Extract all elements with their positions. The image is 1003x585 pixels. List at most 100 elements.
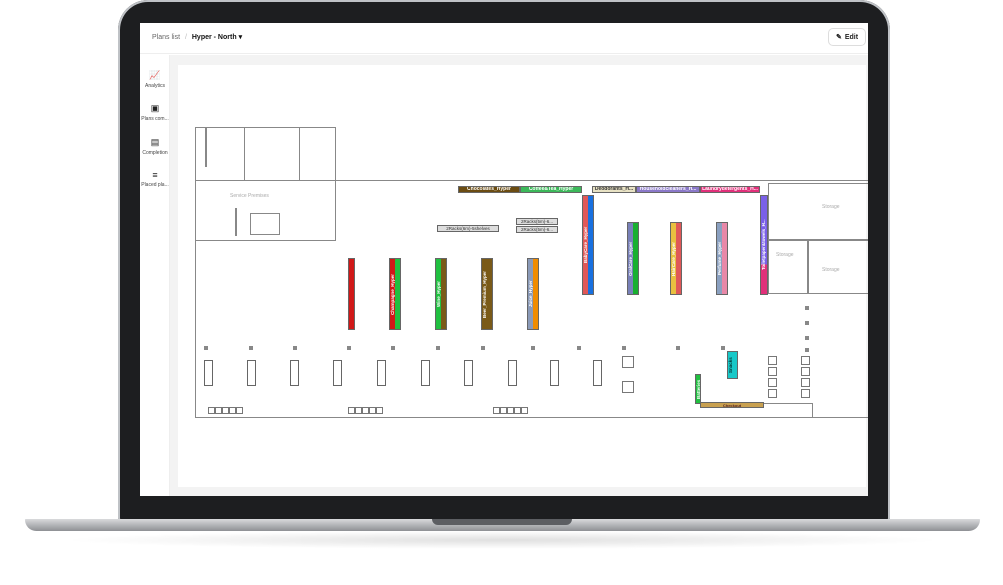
checkout-counter[interactable]: [464, 360, 473, 386]
checkout-counter[interactable]: [421, 360, 430, 386]
room-label-storage: Storage: [822, 204, 840, 210]
sidebar-item-plans-compare[interactable]: ▣ Plans com...: [140, 103, 170, 122]
laptop-base: [25, 519, 980, 531]
fixture: [768, 367, 777, 376]
shelf-perfume[interactable]: Perfume_Hyper: [716, 222, 728, 295]
checkout-counter[interactable]: [377, 360, 386, 386]
sidebar-item-completion[interactable]: ▤Completion: [140, 137, 170, 156]
shelf-deodorants[interactable]: Deodorants_H...: [592, 186, 636, 193]
main-wall: [195, 180, 868, 418]
shelf-juice[interactable]: Juice_Hyper: [527, 258, 539, 330]
office-wall: [244, 127, 300, 181]
rack-box[interactable]: 2Racks(5m)-6...: [516, 226, 558, 233]
storage-room: [808, 240, 868, 294]
top-header: Plans list / Hyper - North ▾ ✎Edit: [140, 23, 868, 54]
shelf[interactable]: [348, 258, 355, 330]
column: [481, 346, 485, 350]
shelf-batteries[interactable]: Batteries: [695, 374, 701, 404]
shelf-babycare[interactable]: BabyCare_Hyper: [582, 195, 594, 295]
edit-label: Edit: [844, 33, 859, 41]
checkout-counter[interactable]: [333, 360, 342, 386]
fixture: [236, 407, 243, 414]
shelf-haircare[interactable]: HairCare_Hyper: [670, 222, 682, 295]
checkout-counter[interactable]: [508, 360, 517, 386]
checkout-counter[interactable]: [204, 360, 213, 386]
fixture: [521, 407, 528, 414]
fixture: [768, 356, 777, 365]
fixture: [507, 407, 514, 414]
analytics-icon: 📈: [149, 70, 161, 80]
plan-selector[interactable]: Hyper - North ▾: [192, 34, 242, 41]
shelf-oralcare[interactable]: OralCare_Hyper: [627, 222, 639, 295]
column: [805, 336, 809, 340]
checkout-counter[interactable]: [550, 360, 559, 386]
checkout-counter[interactable]: [593, 360, 602, 386]
laptop-shadow: [60, 531, 945, 549]
fixture: [362, 407, 369, 414]
rack-box[interactable]: 2Racks(6m)-5shelves: [437, 225, 499, 232]
shelf-laundry[interactable]: Laundrydetergents_H...: [700, 186, 760, 193]
fixture: [801, 389, 810, 398]
inner-wall: [235, 208, 237, 236]
room-label-storage: Storage: [822, 267, 840, 273]
checkout-bar[interactable]: Checkout: [700, 402, 764, 408]
pencil-icon: ✎: [835, 34, 842, 41]
sidebar-item-analytics[interactable]: 📈 Analytics: [140, 70, 170, 89]
list-icon: ≡: [152, 170, 158, 180]
shelf-toilet-paper[interactable]: Toiletpaper&towels_H...: [760, 195, 768, 295]
fixture: [493, 407, 500, 414]
shelf-wine[interactable]: Wine_Hyper: [435, 258, 447, 330]
fixture: [801, 378, 810, 387]
column: [622, 346, 626, 350]
room-label-storage: Storage: [776, 252, 794, 258]
fixture: [229, 407, 236, 414]
column: [249, 346, 253, 350]
fixture: [222, 407, 229, 414]
breadcrumb-separator: /: [184, 34, 187, 41]
column: [436, 346, 440, 350]
fixture: [208, 407, 215, 414]
plans-compare-icon: ▣: [150, 103, 160, 113]
laptop-notch: [432, 519, 572, 525]
sidebar-item-placed[interactable]: ≡ Placed pla...: [140, 170, 170, 188]
shelf-household-cleaners[interactable]: Householdcleaners_H...: [636, 186, 700, 193]
app-screen: Plans list / Hyper - North ▾ ✎Edit 📈 Anal…: [140, 23, 868, 496]
fixture: [801, 367, 810, 376]
sidebar-label: Plans com...: [141, 116, 169, 122]
fixture[interactable]: [622, 381, 634, 393]
fixture: [514, 407, 521, 414]
breadcrumb-plans-list[interactable]: Plans list: [152, 34, 181, 41]
edit-button[interactable]: ✎Edit: [828, 28, 866, 46]
inner-wall: [205, 127, 207, 167]
shelf-chocolates[interactable]: Chocolates_Hyper: [458, 186, 520, 193]
sidebar-label: Analytics: [144, 83, 165, 89]
rack-box[interactable]: 2Racks(5m)-6...: [516, 218, 558, 225]
fixture[interactable]: [622, 356, 634, 368]
inner-room-wall: [250, 213, 280, 235]
fixture: [500, 407, 507, 414]
column: [805, 321, 809, 325]
column: [204, 346, 208, 350]
storage-room: [768, 240, 808, 294]
fixture: [215, 407, 222, 414]
shelf-beer[interactable]: Beer_Premium_Hyper: [481, 258, 493, 330]
fixture: [801, 356, 810, 365]
caret-down-icon: ▾: [238, 34, 243, 41]
shelf-coffee-tea[interactable]: Coffee&Tea_Hyper: [520, 186, 582, 193]
fixture: [768, 389, 777, 398]
fixture: [355, 407, 362, 414]
floorplan-canvas[interactable]: [178, 65, 866, 487]
column: [293, 346, 297, 350]
shelf-snacks[interactable]: Snacks: [727, 351, 738, 379]
shelf-champagne[interactable]: Champagne_Hyper: [389, 258, 401, 330]
column: [531, 346, 535, 350]
storage-room: [768, 183, 868, 240]
checkout-counter[interactable]: [247, 360, 256, 386]
sidebar-label: Placed pla...: [141, 182, 169, 188]
sidebar-label: Completion: [142, 150, 168, 156]
plan-name: Hyper - North: [191, 34, 237, 41]
column: [577, 346, 581, 350]
fixture: [768, 378, 777, 387]
column: [721, 346, 725, 350]
checkout-counter[interactable]: [290, 360, 299, 386]
